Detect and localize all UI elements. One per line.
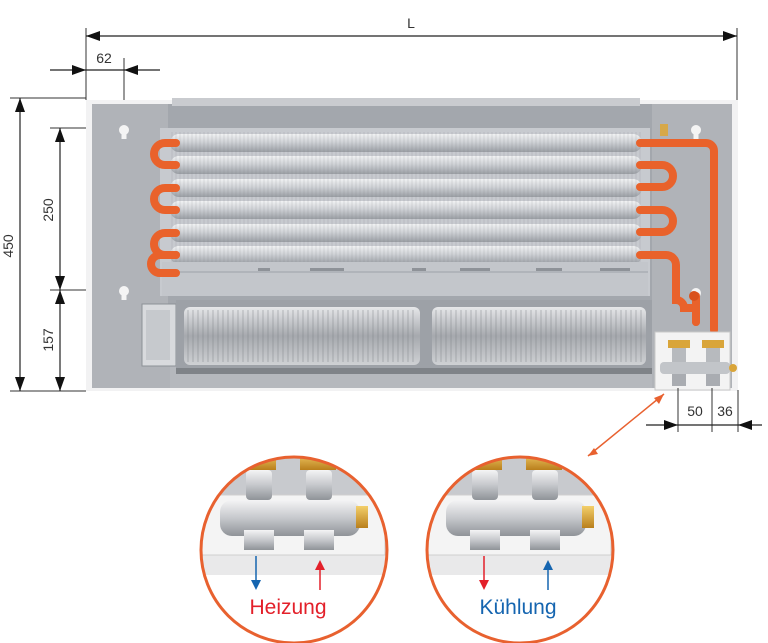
coil-tube: [170, 201, 642, 219]
heating-return-arrow: [251, 580, 261, 590]
height-dimension: 450: [0, 97, 86, 392]
coil-tube: [170, 224, 642, 242]
coil-fins: [171, 132, 641, 262]
height-label: 450: [0, 234, 16, 258]
detail-callout-line: [587, 393, 665, 457]
copper-pipework: [147, 139, 718, 334]
coil-tube: [170, 134, 642, 152]
mount-hole-upper: [119, 125, 129, 139]
cooling-return-arrow: [479, 580, 489, 590]
valve-offset-label: 36: [717, 403, 733, 419]
valve-spacing-dimension: 50 36: [646, 388, 762, 432]
valve-spacing-label: 50: [687, 403, 703, 419]
upper-mount-label: 250: [40, 198, 56, 222]
heat-exchanger-coil: [160, 128, 650, 296]
heating-detail: Heizung: [199, 455, 389, 643]
mount-hole-lower: [119, 286, 129, 300]
coil-tube: [170, 179, 642, 197]
cooling-detail: Kühlung: [425, 455, 615, 643]
fan-blades: [187, 310, 642, 362]
side-offset-label: 62: [96, 50, 112, 66]
cooling-supply-arrow: [543, 560, 553, 570]
valve-block: [654, 331, 737, 391]
valve-fitting-right: [446, 457, 594, 550]
coil-tube: [170, 246, 642, 264]
coil-tube: [170, 156, 642, 174]
upper-mount-dimension: 250: [40, 127, 124, 290]
lower-mount-label: 157: [40, 328, 56, 352]
length-label: L: [407, 15, 415, 31]
cooling-label: Kühlung: [479, 596, 556, 619]
heating-label: Heizung: [249, 596, 326, 619]
heating-supply-arrow: [315, 560, 325, 570]
length-dimension: L: [85, 15, 738, 100]
bleed-valve: [660, 124, 668, 136]
side-offset-dimension: 62: [50, 50, 160, 135]
fan-assembly: [141, 300, 652, 374]
